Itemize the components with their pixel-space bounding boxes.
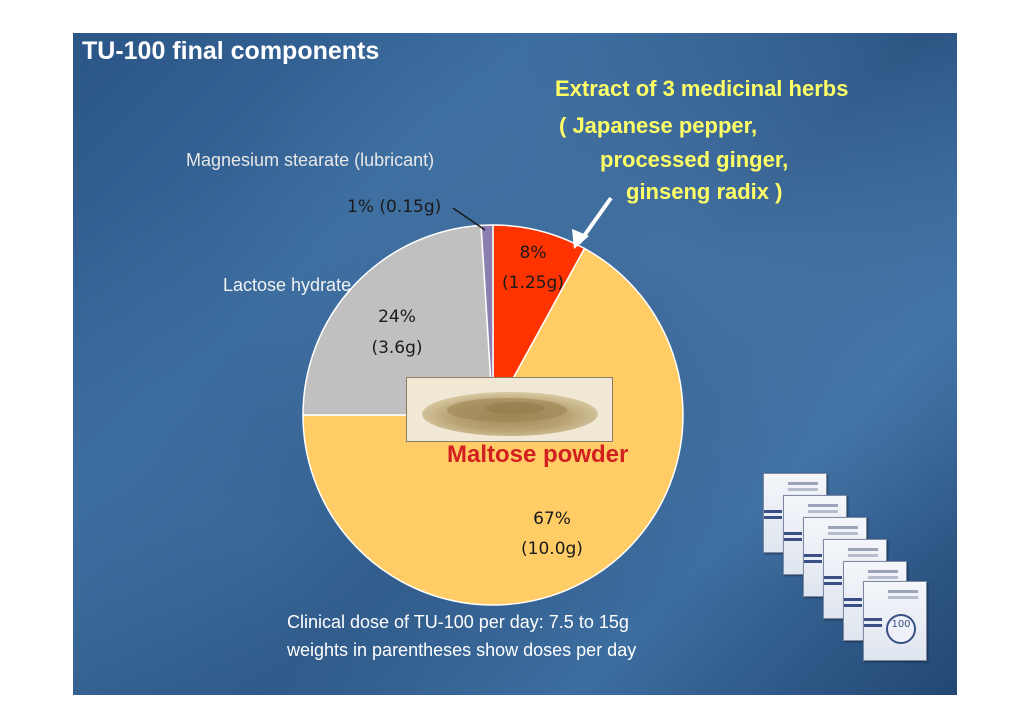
herb-note-line-2: ( Japanese pepper, [559, 113, 758, 138]
herb-note-line-3: processed ginger, [600, 147, 789, 172]
pie-slice-magnesium-stearate-lubricant [480, 224, 494, 416]
annotation-layer [452, 196, 613, 249]
herb-pct-label: 8% [519, 243, 547, 263]
lactose-weight-label: (3.6g) [371, 338, 423, 358]
slide: TU-100 final components Extract of 3 med… [73, 33, 957, 695]
herb-note-line-1: Extract of 3 medicinal herbs [555, 76, 849, 101]
maltose-weight-label: (10.0g) [521, 539, 583, 559]
herb-note-line-4: ginseng radix ) [626, 179, 783, 204]
magnesium-leader-line [452, 207, 486, 231]
pie-slice-extract-of-3-medicinal-herbs [492, 224, 586, 416]
maltose-pct-label: 67% [533, 509, 571, 529]
packet: 100 [863, 581, 927, 661]
lactose-pct-label: 24% [378, 307, 416, 327]
maltose-powder-photo [406, 377, 613, 442]
packet-number: 100 [891, 619, 911, 630]
magnesium-label: Magnesium stearate (lubricant) [186, 150, 435, 170]
herb-arrow-head [572, 229, 589, 249]
tu100-packets-image: 100 [763, 473, 943, 673]
clinical-dose-note: Clinical dose of TU-100 per day: 7.5 to … [287, 612, 629, 632]
slide-title: TU-100 final components [82, 37, 380, 65]
magnesium-pct-label: 1% (0.15g) [347, 197, 442, 217]
lactose-label: Lactose hydrate [223, 275, 352, 295]
herb-weight-label: (1.25g) [502, 273, 564, 293]
maltose-label: Maltose powder [447, 441, 629, 468]
weights-note: weights in parentheses show doses per da… [287, 640, 637, 660]
pie-slice-lactose-hydrate [302, 224, 494, 416]
